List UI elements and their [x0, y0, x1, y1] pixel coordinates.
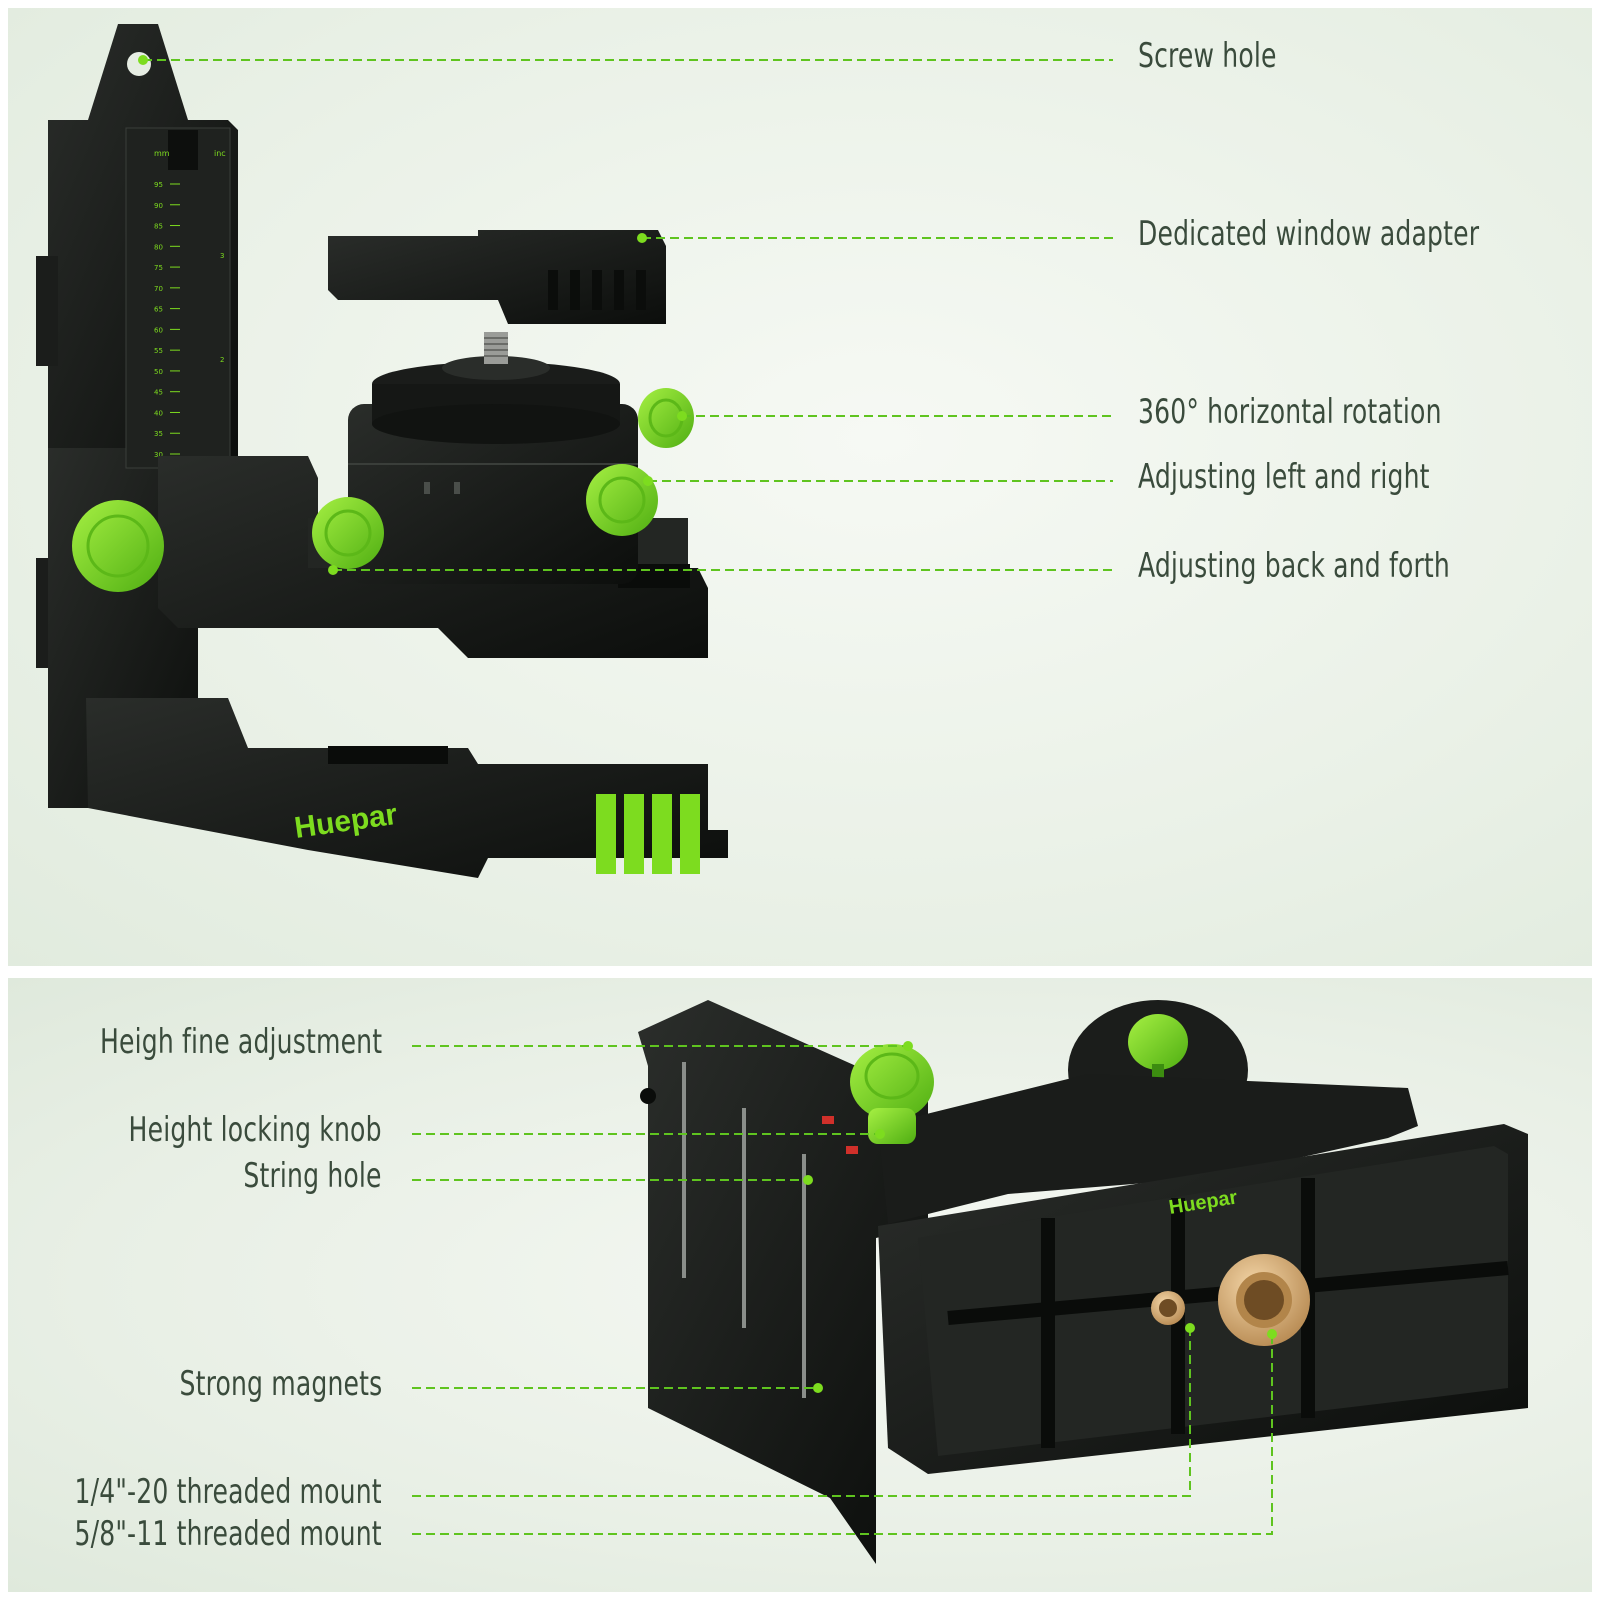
- back-forth-knob-icon: [312, 497, 384, 569]
- mm-scale-label: 80: [154, 243, 163, 251]
- mm-scale-label: 55: [154, 347, 163, 355]
- mm-scale-label: 30: [154, 451, 163, 459]
- rotation-knob-rear-icon: [1128, 1014, 1188, 1078]
- scale-unit-inch: inc: [214, 149, 226, 158]
- inch-scale: 32: [220, 252, 224, 364]
- green-grip-stripes: [596, 794, 700, 874]
- mm-scale: 95 90 85 80 75 70 65 60 55 50 45 40 35 30: [154, 181, 180, 459]
- left-right-knob-icon: [586, 464, 658, 536]
- callout-quarter-mount: 1/4"-20 threaded mount: [74, 1472, 382, 1512]
- callout-left-right: Adjusting left and right: [1138, 457, 1430, 497]
- callout-five-eighth-mount: 5/8"-11 threaded mount: [74, 1514, 382, 1554]
- mm-scale-label: 70: [154, 285, 163, 293]
- five-eighth-inch-mount-icon: [1218, 1254, 1310, 1346]
- height-lock-knob-icon: [868, 1108, 916, 1144]
- mm-scale-label: 85: [154, 223, 163, 231]
- mm-scale-label: 35: [154, 430, 163, 438]
- callout-back-forth: Adjusting back and forth: [1138, 546, 1450, 586]
- callout-string-hole: String hole: [243, 1156, 382, 1196]
- scale-unit-mm: mm: [154, 149, 170, 158]
- inch-scale-label: 2: [220, 356, 224, 364]
- callout-height-lock: Height locking knob: [128, 1110, 382, 1150]
- callout-screw-hole: Screw hole: [1138, 36, 1277, 76]
- height-fine-knob-icon: [850, 1044, 934, 1120]
- mm-scale-label: 95: [154, 181, 163, 189]
- inch-scale-label: 3: [220, 252, 224, 260]
- mm-scale-label: 50: [154, 368, 163, 376]
- callout-magnets: Strong magnets: [179, 1364, 382, 1404]
- mm-scale-label: 45: [154, 389, 163, 397]
- mm-scale-label: 75: [154, 264, 163, 272]
- mm-scale-label: 60: [154, 326, 163, 334]
- screw-hole-icon: [127, 52, 151, 76]
- mm-scale-label: 40: [154, 409, 163, 417]
- mm-scale-label: 90: [154, 202, 163, 210]
- callout-window-adapter: Dedicated window adapter: [1138, 214, 1480, 254]
- bracket-underside-illustration: Huepar: [412, 1000, 1528, 1564]
- mm-scale-label: 65: [154, 306, 163, 314]
- callout-horizontal-rotation: 360° horizontal rotation: [1138, 392, 1442, 432]
- quarter-inch-mount-icon: [1151, 1291, 1185, 1325]
- callout-height-fine: Heigh fine adjustment: [99, 1022, 382, 1062]
- bottom-product-panel: Huepar: [8, 978, 1592, 1592]
- height-knob-icon: [72, 500, 164, 592]
